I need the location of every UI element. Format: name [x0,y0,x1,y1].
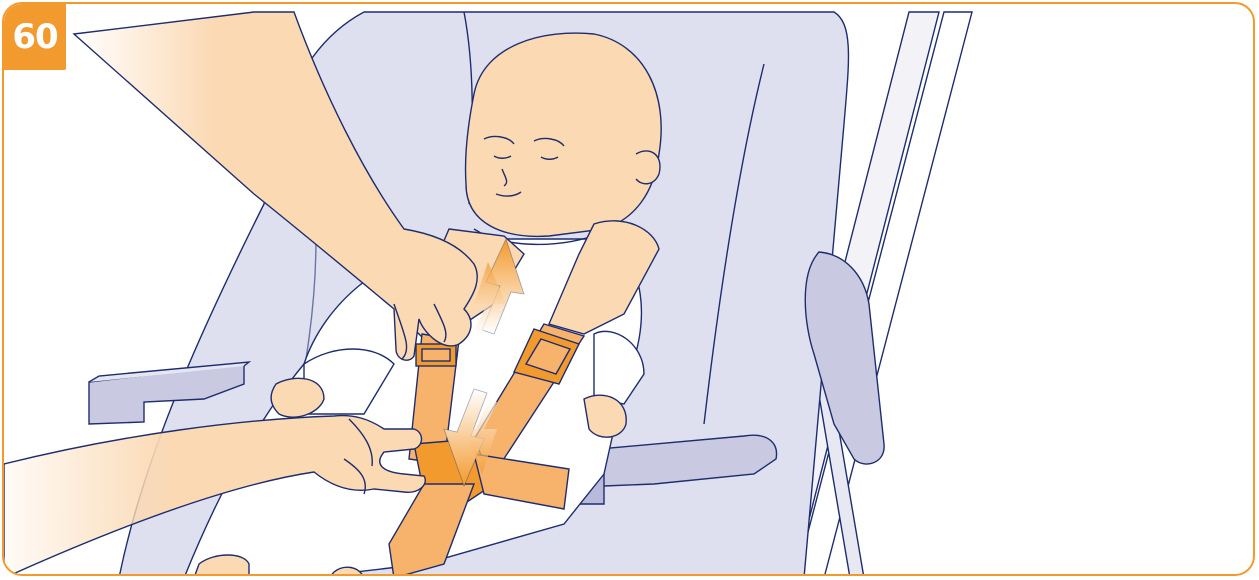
illustration-scene [4,4,1255,576]
step-badge-box: 60 [4,4,66,70]
baby-head [466,33,662,244]
step-badge: 60 [4,4,70,74]
step-number: 60 [12,17,57,57]
